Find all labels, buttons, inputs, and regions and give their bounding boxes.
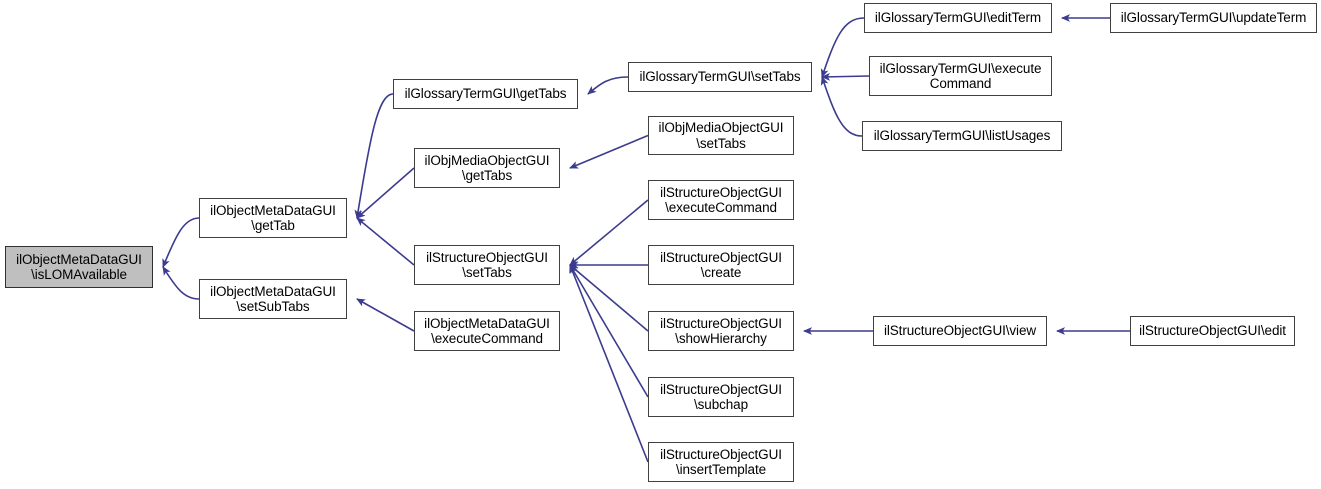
graph-node-label: ilObjMediaObjectGUI \getTabs <box>424 152 550 184</box>
graph-node-label: ilStructureObjectGUI \showHierarchy <box>660 315 782 347</box>
graph-edge-structureExecuteCommand-to-structureSetTabs <box>569 199 649 266</box>
graph-node-structureSetTabs[interactable]: ilStructureObjectGUI \setTabs <box>414 245 560 285</box>
graph-edge-structureSubchap-to-structureSetTabs <box>569 264 649 398</box>
graph-edge-glossaryGetTabs-to-getTab <box>354 93 394 219</box>
graph-node-label: ilObjectMetaDataGUI \executeCommand <box>424 315 550 347</box>
graph-node-glossaryGetTabs[interactable]: ilGlossaryTermGUI\getTabs <box>393 79 578 109</box>
graph-node-structureInsertTemplate[interactable]: ilStructureObjectGUI \insertTemplate <box>648 442 794 482</box>
graph-node-label: ilStructureObjectGUI \executeCommand <box>660 184 782 216</box>
graph-node-label: ilStructureObjectGUI \setTabs <box>426 249 548 281</box>
graph-node-label: ilGlossaryTermGUI\getTabs <box>404 86 567 102</box>
graph-node-structureSubchap[interactable]: ilStructureObjectGUI \subchap <box>648 377 794 417</box>
graph-edge-glossarySetTabs-to-glossaryGetTabs <box>587 76 629 95</box>
graph-node-label: ilGlossaryTermGUI\updateTerm <box>1120 10 1307 26</box>
graph-node-label: ilObjectMetaDataGUI \isLOMAvailable <box>16 251 142 283</box>
graph-node-structureView[interactable]: ilStructureObjectGUI\view <box>873 316 1047 346</box>
graph-node-label: ilGlossaryTermGUI\listUsages <box>873 128 1051 144</box>
graph-node-label: ilStructureObjectGUI \subchap <box>660 381 782 413</box>
graph-edge-setSubTabs-to-isLOMAvailable <box>162 266 200 300</box>
graph-node-glossaryListUsages[interactable]: ilGlossaryTermGUI\listUsages <box>862 121 1062 151</box>
graph-node-structureCreate[interactable]: ilStructureObjectGUI \create <box>648 245 794 285</box>
graph-node-mediaGetTabs[interactable]: ilObjMediaObjectGUI \getTabs <box>414 148 560 188</box>
graph-edge-mediaSetTabs-to-mediaGetTabs <box>569 134 649 169</box>
graph-node-structureEdit[interactable]: ilStructureObjectGUI\edit <box>1130 316 1295 346</box>
graph-node-metaExecuteCommand[interactable]: ilObjectMetaDataGUI \executeCommand <box>414 311 560 351</box>
graph-edge-structureSetTabs-to-getTab <box>356 217 415 266</box>
graph-node-label: ilObjMediaObjectGUI \setTabs <box>658 120 784 151</box>
graph-node-isLOMAvailable[interactable]: ilObjectMetaDataGUI \isLOMAvailable <box>5 246 153 288</box>
graph-node-label: ilStructureObjectGUI\view <box>883 323 1037 339</box>
graph-node-structureShowHierarchy[interactable]: ilStructureObjectGUI \showHierarchy <box>648 311 794 351</box>
graph-node-label: ilGlossaryTermGUI\execute Command <box>879 60 1042 92</box>
graph-node-label: ilGlossaryTermGUI\editTerm <box>874 10 1042 26</box>
graph-edge-glossaryListUsages-to-glossarySetTabs <box>820 76 863 137</box>
graph-node-setSubTabs[interactable]: ilObjectMetaDataGUI \setSubTabs <box>199 279 347 319</box>
graph-node-mediaSetTabs[interactable]: ilObjMediaObjectGUI \setTabs <box>648 116 794 155</box>
graph-edge-structureShowHierarchy-to-structureSetTabs <box>569 264 649 332</box>
graph-node-label: ilStructureObjectGUI \create <box>660 249 782 281</box>
graph-edge-glossaryExecuteCommand-to-glossarySetTabs <box>821 72 870 81</box>
graph-node-label: ilObjectMetaDataGUI \getTab <box>210 202 336 234</box>
graph-node-glossaryExecuteCommand[interactable]: ilGlossaryTermGUI\execute Command <box>869 56 1052 96</box>
graph-node-glossaryUpdateTerm[interactable]: ilGlossaryTermGUI\updateTerm <box>1110 3 1317 33</box>
graph-node-structureExecuteCommand[interactable]: ilStructureObjectGUI \executeCommand <box>648 180 794 220</box>
graph-node-glossaryEditTerm[interactable]: ilGlossaryTermGUI\editTerm <box>864 3 1052 33</box>
graph-node-label: ilStructureObjectGUI\edit <box>1139 323 1286 339</box>
graph-node-label: ilGlossaryTermGUI\setTabs <box>639 69 801 85</box>
graph-edge-metaExecuteCommand-to-setSubTabs <box>356 298 415 332</box>
graph-node-label: ilStructureObjectGUI \insertTemplate <box>660 446 782 478</box>
graph-node-glossarySetTabs[interactable]: ilGlossaryTermGUI\setTabs <box>628 62 812 92</box>
graph-edge-glossaryEditTerm-to-glossarySetTabs <box>820 17 865 78</box>
graph-edge-mediaGetTabs-to-getTab <box>356 167 415 219</box>
graph-node-label: ilObjectMetaDataGUI \setSubTabs <box>210 283 336 315</box>
graph-node-getTab[interactable]: ilObjectMetaDataGUI \getTab <box>199 198 347 238</box>
graph-edge-structureInsertTemplate-to-structureSetTabs <box>569 264 649 463</box>
graph-edge-getTab-to-isLOMAvailable <box>162 217 200 268</box>
